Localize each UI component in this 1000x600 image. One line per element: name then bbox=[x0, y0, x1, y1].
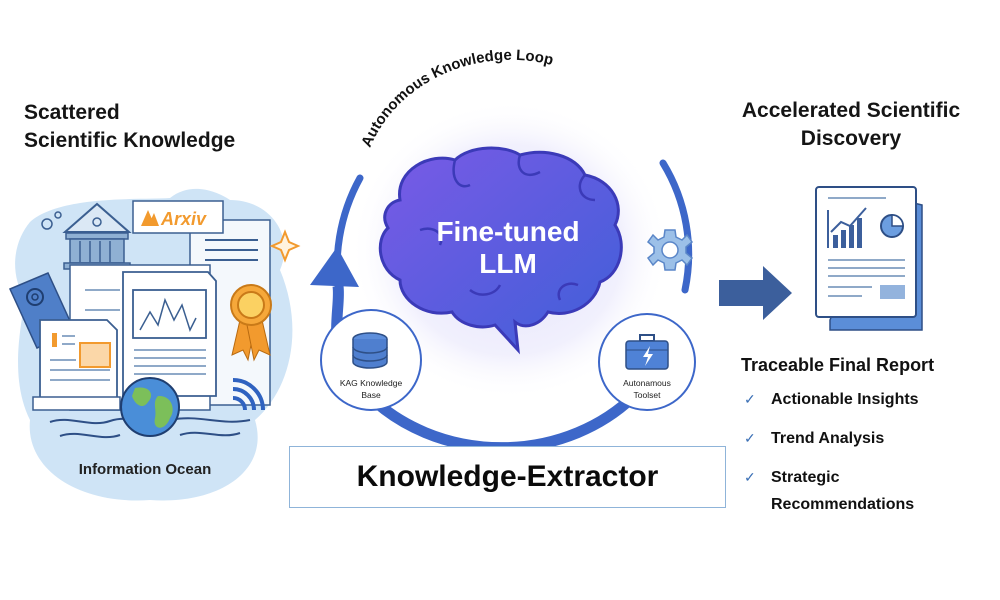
database-icon bbox=[352, 332, 388, 369]
check-icon: ✓ bbox=[744, 391, 756, 407]
toolset-label-line1: Autonamous bbox=[623, 378, 671, 388]
bubble-icon bbox=[41, 218, 53, 230]
left-section-title: Scattered Scientific Knowledge bbox=[24, 99, 235, 155]
flow-arrow-right-icon bbox=[719, 266, 792, 320]
sparkle-icon bbox=[269, 229, 301, 263]
report-bullet-list: ✓ Actionable Insights ✓ Trend Analysis ✓… bbox=[744, 390, 981, 534]
right-title-line2: Discovery bbox=[800, 127, 902, 150]
bubble-icon bbox=[54, 211, 62, 219]
report-document-icon bbox=[815, 186, 923, 331]
award-ribbon-icon bbox=[230, 284, 272, 362]
chart-document bbox=[122, 271, 217, 397]
bullet-item: ✓ Trend Analysis bbox=[744, 429, 981, 452]
kb-label-line2: Base bbox=[361, 390, 381, 400]
pie-chart-icon bbox=[880, 214, 904, 238]
bullet-item: ✓ Actionable Insights bbox=[744, 390, 981, 413]
globe-icon bbox=[120, 377, 180, 437]
brain-label-line1: Fine-tuned bbox=[436, 216, 579, 247]
toolbox-icon bbox=[625, 334, 669, 370]
right-title-line1: Accelerated Scientific bbox=[741, 99, 961, 122]
kag-knowledge-base-node: KAG Knowledge Base bbox=[320, 309, 422, 411]
check-icon: ✓ bbox=[744, 430, 756, 446]
signal-icon bbox=[232, 378, 265, 411]
bar-chart-icon bbox=[827, 207, 867, 248]
loop-arc-right bbox=[659, 159, 693, 294]
arxiv-label: Arxiv bbox=[160, 209, 207, 229]
bullet-item: ✓ Strategic Recommendations bbox=[744, 468, 981, 518]
bullet-text: Trend Analysis bbox=[771, 430, 885, 447]
bullet-text: Actionable Insights bbox=[771, 391, 919, 408]
gear-icon bbox=[646, 229, 694, 271]
line-chart-icon bbox=[139, 297, 197, 332]
report-title: Traceable Final Report bbox=[741, 355, 935, 375]
knowledge-extractor-box: Knowledge-Extractor bbox=[289, 446, 726, 508]
bullet-text: Strategic Recommendations bbox=[771, 469, 915, 513]
toolset-label-line2: Toolset bbox=[634, 390, 662, 400]
lightning-icon bbox=[643, 346, 653, 366]
right-section-title: Accelerated Scientific Discovery bbox=[706, 97, 996, 153]
check-icon: ✓ bbox=[744, 469, 756, 485]
loop-arrow-head-icon bbox=[310, 247, 359, 287]
knowledge-extractor-label: Knowledge-Extractor bbox=[356, 460, 659, 493]
left-title-line1: Scattered bbox=[24, 101, 120, 124]
brain-label-line2: LLM bbox=[479, 248, 537, 279]
arxiv-badge: Arxiv bbox=[132, 200, 224, 234]
information-ocean-illustration: Arxiv bbox=[8, 188, 301, 501]
information-ocean-label: Information Ocean bbox=[79, 461, 212, 478]
autonomous-toolset-node: Autonamous Toolset bbox=[598, 313, 696, 411]
brain-icon bbox=[378, 146, 623, 355]
left-title-line2: Scientific Knowledge bbox=[24, 129, 236, 152]
kb-label-line1: KAG Knowledge bbox=[340, 378, 403, 388]
front-left-document bbox=[32, 319, 121, 411]
loop-arc-bottom bbox=[364, 391, 639, 454]
